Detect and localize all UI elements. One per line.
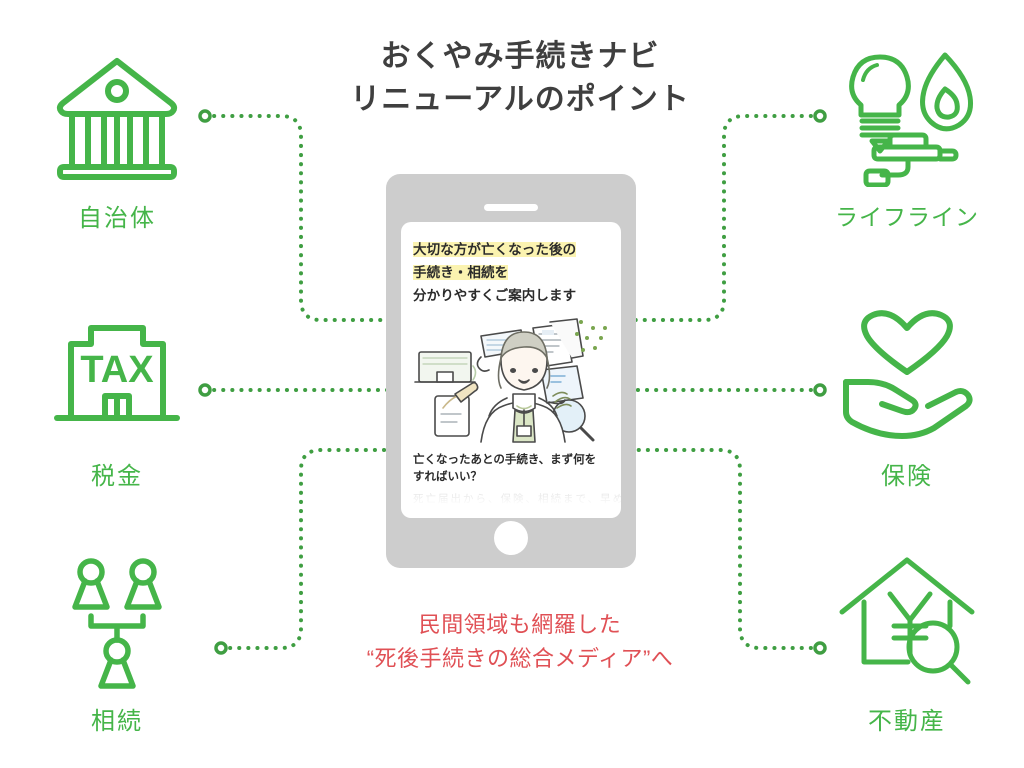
government-building-icon (22, 42, 212, 192)
magnifier-icon (906, 620, 971, 685)
faucet-icon (863, 132, 959, 187)
category-zeikin: TAX 税金 (22, 300, 212, 491)
headline-line-3: 分かりやすくご案内します (413, 288, 577, 304)
category-label-zeikin: 税金 (91, 463, 143, 490)
headline-line-1: 大切な方が亡くなった後の (413, 242, 577, 257)
hand-icon (843, 379, 919, 416)
subhead-line-2: すればいい？ (413, 470, 482, 483)
screen-faded-text: 死亡届出から、保険、相続まで、早めいの (413, 493, 621, 506)
subhead-line-1: 亡くなったあとの手続き、まず何を (413, 453, 597, 466)
category-label-hoken: 保険 (881, 463, 933, 490)
bottom-caption-line-2: “死後手続きの総合メディア”へ (366, 646, 674, 672)
tax-building-icon: TAX (22, 300, 212, 450)
category-label-lifeline: ライフライン (835, 204, 979, 230)
phone-screen[interactable]: 大切な方が亡くなった後の 手続き・相続を 分かりやすくご案内します (401, 222, 621, 518)
heart-icon (861, 310, 953, 375)
consultant-illustration (401, 314, 621, 446)
phone-mockup: 大切な方が亡くなった後の 手続き・相続を 分かりやすくご案内します (386, 174, 636, 568)
flame-icon (920, 52, 973, 132)
house-yen-search-icon (812, 545, 1002, 695)
phone-home-button[interactable] (494, 521, 528, 555)
illustration-dots (575, 319, 607, 352)
illustration-building-icon (414, 350, 477, 383)
category-fudousan: 不動産 (812, 545, 1002, 736)
screen-subhead: 亡くなったあとの手続き、まず何を すればいい？ (401, 446, 621, 487)
illustration-clipboard-icon (434, 381, 479, 437)
bottom-caption: 民間領域も網羅した “死後手続きの総合メディア”へ (324, 608, 716, 676)
page-title: おくやみ手続きナビ リニューアルのポイント (284, 36, 756, 121)
category-souzoku: 相続 (22, 545, 212, 736)
category-label-jichitai: 自治体 (78, 205, 156, 232)
tax-icon-text: TAX (80, 349, 154, 391)
category-jichitai: 自治体 (22, 42, 212, 233)
illustration-tablet-icon (540, 364, 584, 404)
illustration-woman (480, 330, 572, 443)
page-title-line-1: おくやみ手続きナビ (380, 40, 660, 73)
bottom-caption-line-1: 民間領域も網羅した (418, 612, 622, 637)
utilities-icon (812, 42, 1002, 192)
category-label-souzoku: 相続 (91, 708, 143, 735)
heart-in-hand-icon (812, 300, 1002, 450)
family-tree-icon (22, 545, 212, 695)
phone-speaker (484, 204, 538, 211)
connector-dot-souzoku (214, 641, 228, 655)
page-title-line-2: リニューアルのポイント (350, 82, 690, 116)
screen-headline: 大切な方が亡くなった後の 手続き・相続を 分かりやすくご案内します (401, 222, 621, 312)
connector-path-jichitai (203, 114, 392, 322)
connector-path-lifeline (632, 114, 822, 322)
category-lifeline: ライフライン (812, 42, 1002, 232)
category-hoken: 保険 (812, 300, 1002, 491)
headline-line-2: 手続き・相続を (413, 265, 509, 281)
category-label-fudousan: 不動産 (868, 708, 946, 735)
